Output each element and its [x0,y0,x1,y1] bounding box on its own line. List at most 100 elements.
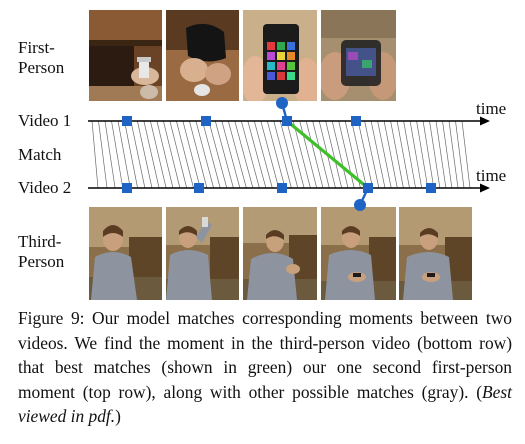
possible-match-line [422,120,435,189]
video1-markers [122,116,361,126]
timeline-match-diagram [88,97,490,211]
video2-marker [426,183,436,193]
possible-match-line [104,120,116,189]
possible-match-line [312,120,330,189]
first-person-frame-1 [89,10,162,101]
best-match-line [285,119,370,190]
possible-match-line [286,120,305,189]
third-person-frame-3 [243,207,317,300]
caption-emphasis: Best viewed in pdf. [18,381,512,427]
caption-figure-number: Figure 9: [18,308,85,328]
time-label-top: time [476,99,507,118]
figure-caption: Figure 9: Our model matches correspondin… [18,306,512,429]
third-person-frame-4 [321,207,396,300]
video1-label: Video 1 [18,111,72,130]
possible-match-line [279,120,299,189]
video2-marker [194,183,204,193]
possible-match-line [351,120,367,189]
third-person-frame-1 [89,207,162,300]
possible-match-line [195,120,214,189]
video2-marker [122,183,132,193]
video1-marker [201,116,211,126]
video2-label: Video 2 [18,178,72,197]
possible-match-line [383,120,398,189]
possible-match-line [390,120,404,189]
first-person-label-line2: Person [18,58,65,77]
arrow-right-icon [480,116,490,126]
possible-match-line [357,120,374,189]
possible-match-line [442,120,453,189]
possible-match-line [189,120,208,189]
possible-match-line [240,120,260,189]
caption-close: ) [115,406,121,426]
caption-body: Our model matches corresponding moments … [18,308,512,402]
possible-match-line [331,120,349,189]
possible-match-line [299,120,318,189]
video1-marker [351,116,361,126]
possible-match-line [182,120,201,189]
possible-match-line [208,120,228,189]
possible-match-line [227,120,247,189]
possible-match-line [416,120,429,189]
possible-match-line [111,120,124,189]
video2-marker [363,183,373,193]
possible-match-line [130,120,146,189]
possible-match-line [214,120,234,189]
possible-match-line [273,120,292,189]
possible-match-line [169,120,188,189]
match-label: Match [18,145,62,164]
possible-match-line [234,120,254,189]
third-person-frame-5 [399,207,472,300]
possible-match-line [305,120,324,189]
possible-match-line [377,120,392,189]
possible-match-line [325,120,343,189]
possible-match-line [266,120,286,189]
possible-match-line [409,120,423,189]
video2-marker [277,183,287,193]
third-person-frame-2 [166,207,239,300]
first-person-frame-3 [243,10,317,101]
pin-marker-icon [354,199,366,211]
third-person-label-line2: Person [18,252,65,271]
possible-match-line [221,120,241,189]
possible-match-line [338,120,355,189]
first-person-label-line1: First- [18,38,55,57]
possible-match-line [117,120,131,189]
possible-match-line [455,120,465,189]
first-person-label: First- Person [18,38,64,78]
third-person-label-line1: Third- [18,232,62,251]
possible-match-line [344,120,361,189]
possible-match-line [253,120,273,189]
video1-marker [282,116,292,126]
arrow-right-icon [480,183,490,193]
possible-match-line [137,120,153,189]
possible-match-line [292,120,311,189]
video2-markers [122,183,436,193]
possible-match-line [202,120,221,189]
match-lines [91,120,471,189]
possible-match-line [370,120,386,189]
video1-marker [122,116,132,126]
possible-match-line [396,120,410,189]
first-person-frame-2 [166,10,239,101]
possible-match-line [156,120,174,189]
possible-match-line [176,120,194,189]
first-person-frame-4 [321,10,396,101]
possible-match-line [91,120,99,189]
possible-match-line [124,120,138,189]
possible-match-line [143,120,160,189]
third-person-label: Third- Person [18,232,64,272]
possible-match-line [364,120,380,189]
possible-match-line [461,120,471,189]
pin-marker-icon [276,97,288,109]
possible-match-line [98,120,108,189]
possible-match-line [247,120,267,189]
possible-match-line [429,120,441,189]
possible-match-line [163,120,181,189]
time-label-bottom: time [476,166,507,185]
possible-match-line [448,120,459,189]
possible-match-line [150,120,167,189]
possible-match-line [435,120,447,189]
possible-match-line [260,120,280,189]
possible-match-line [403,120,416,189]
